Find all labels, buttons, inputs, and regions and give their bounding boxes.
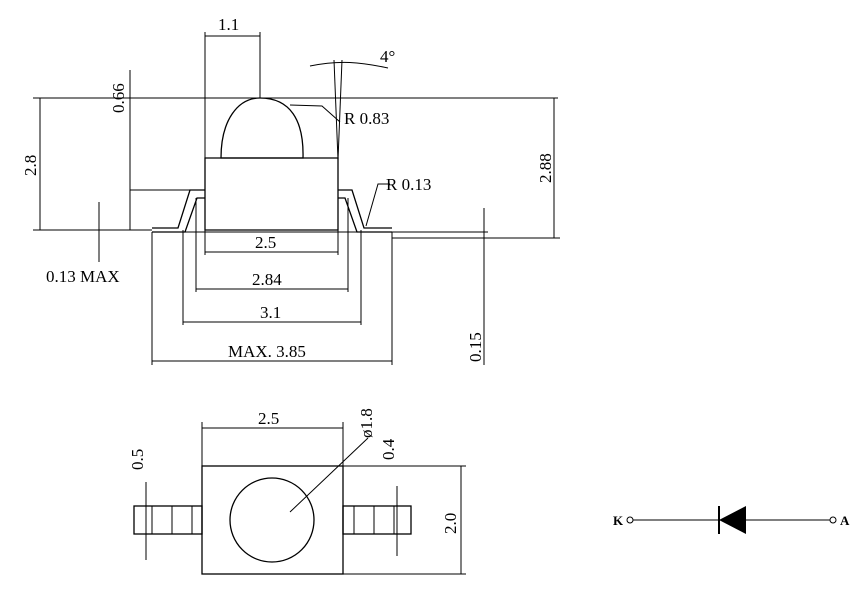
cathode-label: K — [613, 513, 624, 528]
top-view: 2.5 ø1.8 0.5 0.4 2.0 — [128, 408, 466, 575]
dim-0-15-label: 0.15 — [466, 332, 485, 362]
top-lead-right — [342, 505, 412, 535]
dim-2-84-label: 2.84 — [252, 270, 282, 289]
top-lens — [229, 477, 315, 563]
dim-0-13-label: 0.13 MAX — [46, 267, 120, 286]
dim-0-4-label: 0.4 — [379, 438, 398, 460]
top-dim-2-5-label: 2.5 — [258, 409, 279, 428]
anode-label: A — [840, 513, 850, 528]
dim-1-1-label: 1.1 — [218, 15, 239, 34]
dim-2-0-label: 2.0 — [441, 513, 460, 534]
diode-symbol: K A — [613, 506, 850, 534]
angle-label: 4° — [380, 47, 395, 66]
dim-2-5-label: 2.5 — [255, 233, 276, 252]
r-0-13-leader — [365, 183, 390, 227]
dim-2-88-label: 2.88 — [536, 153, 555, 183]
side-view: 1.1 0.66 2.8 0.13 MAX 4° R 0.83 2.88 R 0… — [21, 15, 560, 365]
phi-leader — [289, 437, 369, 513]
angle-line-b — [337, 59, 343, 161]
r-0-83-label: R 0.83 — [344, 109, 389, 128]
cathode-terminal — [626, 516, 634, 524]
package-body — [204, 157, 339, 231]
dim-2-8-label: 2.8 — [21, 155, 40, 176]
lead-right — [338, 189, 392, 233]
dim-0-66-label: 0.66 — [109, 83, 128, 113]
top-lead-left — [133, 505, 203, 535]
dim-3-1-label: 3.1 — [260, 303, 281, 322]
diode-triangle — [719, 506, 746, 534]
r-0-83-leader — [289, 104, 341, 123]
lead-left — [152, 189, 205, 233]
anode-terminal — [829, 516, 837, 524]
angle-line-a — [333, 59, 339, 161]
dim-0-5-label: 0.5 — [128, 449, 147, 470]
angle-arc — [309, 61, 389, 69]
phi-label: ø1.8 — [357, 408, 376, 438]
lens-dome — [220, 97, 304, 159]
dim-3-85-label: MAX. 3.85 — [228, 342, 306, 361]
r-0-13-label: R 0.13 — [386, 175, 431, 194]
